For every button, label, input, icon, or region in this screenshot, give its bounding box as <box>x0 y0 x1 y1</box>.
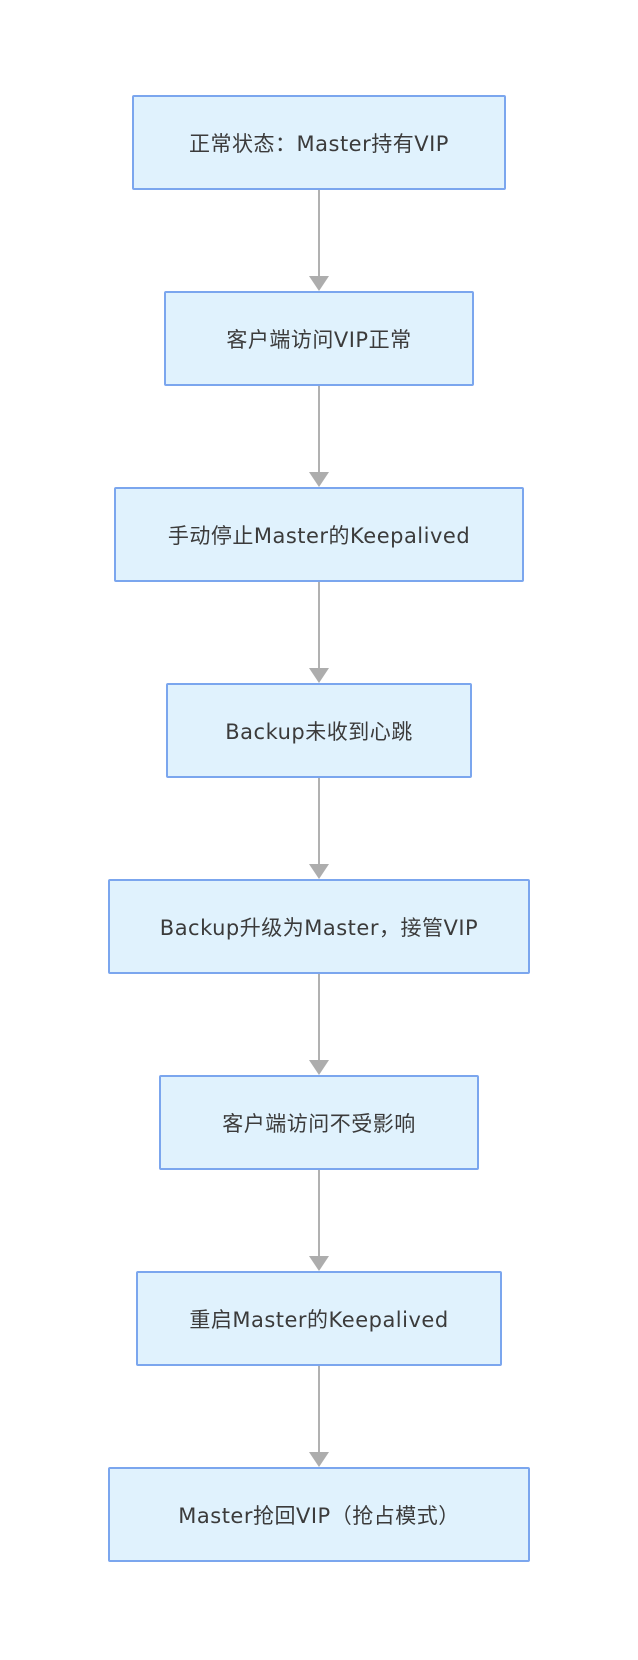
arrow-line <box>318 386 320 473</box>
flow-node-label: 正常状态：Master持有VIP <box>189 131 449 156</box>
flow-node-label: 手动停止Master的Keepalived <box>167 523 471 548</box>
flow-node-stop-master-keepalived: 手动停止Master的Keepalived <box>114 487 524 582</box>
down-arrow <box>309 778 329 879</box>
arrowhead-down-icon <box>309 1060 329 1075</box>
arrowhead-down-icon <box>309 864 329 879</box>
flow-node-label: 重启Master的Keepalived <box>189 1307 449 1332</box>
flow-node-label: Backup升级为Master，接管VIP <box>159 915 479 940</box>
arrow-line <box>318 1366 320 1453</box>
flow-node-label: Backup未收到心跳 <box>225 719 413 744</box>
down-arrow <box>309 386 329 487</box>
arrowhead-down-icon <box>309 1256 329 1271</box>
flow-node-label: Master抢回VIP（抢占模式） <box>178 1503 460 1528</box>
arrow-line <box>318 974 320 1061</box>
flow-node-client-access-ok: 客户端访问VIP正常 <box>164 291 474 386</box>
flow-node-backup-no-heartbeat: Backup未收到心跳 <box>166 683 472 778</box>
flow-node-label: 客户端访问不受影响 <box>222 1111 416 1136</box>
arrowhead-down-icon <box>309 1452 329 1467</box>
flow-node-master-reclaims-vip: Master抢回VIP（抢占模式） <box>108 1467 530 1562</box>
arrowhead-down-icon <box>309 668 329 683</box>
arrow-line <box>318 1170 320 1257</box>
arrowhead-down-icon <box>309 472 329 487</box>
flow-node-backup-promoted: Backup升级为Master，接管VIP <box>108 879 530 974</box>
down-arrow <box>309 1366 329 1467</box>
down-arrow <box>309 1170 329 1271</box>
arrow-line <box>318 190 320 277</box>
flow-node-label: 客户端访问VIP正常 <box>226 327 412 352</box>
flow-node-normal-state: 正常状态：Master持有VIP <box>132 95 506 190</box>
arrow-line <box>318 582 320 669</box>
flow-node-restart-master-keepalived: 重启Master的Keepalived <box>136 1271 502 1366</box>
arrow-line <box>318 778 320 865</box>
flow-node-client-unaffected: 客户端访问不受影响 <box>159 1075 479 1170</box>
arrowhead-down-icon <box>309 276 329 291</box>
down-arrow <box>309 974 329 1075</box>
down-arrow <box>309 190 329 291</box>
down-arrow <box>309 582 329 683</box>
